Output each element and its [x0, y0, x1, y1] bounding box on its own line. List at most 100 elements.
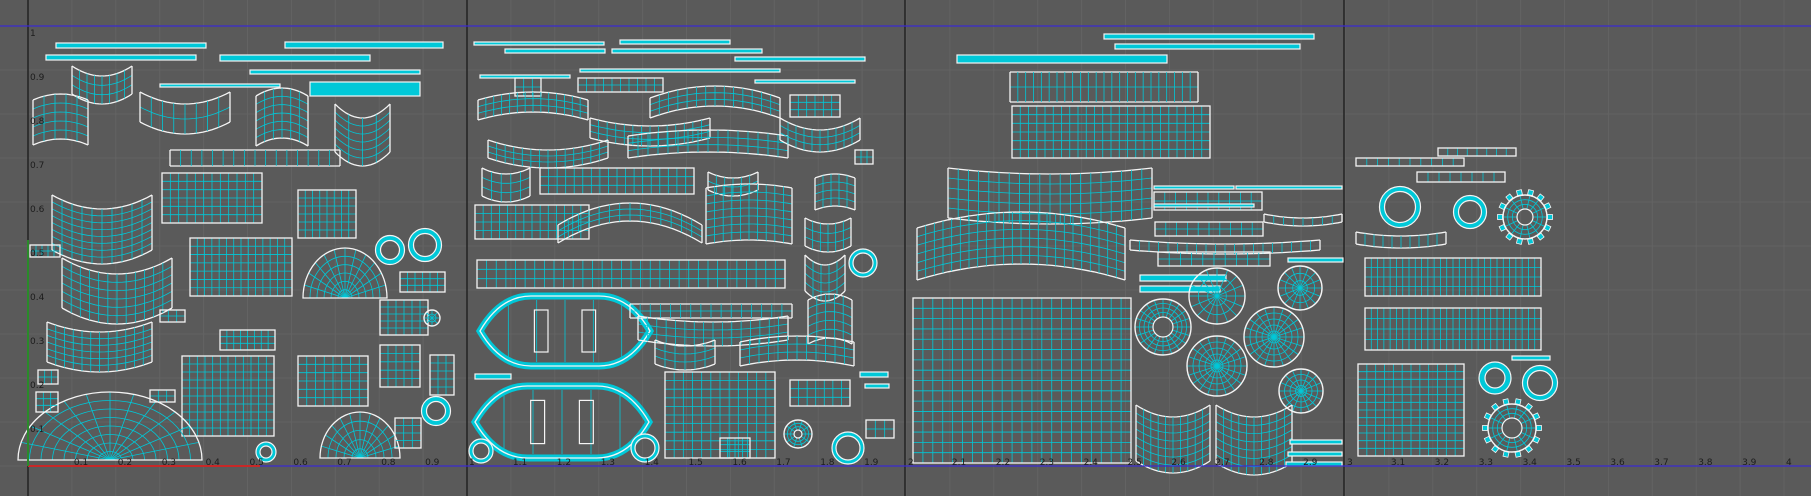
uv-shell-wave-a[interactable] — [477, 91, 589, 121]
uv-strip[interactable] — [473, 41, 605, 46]
uv-shell-disc-a[interactable] — [783, 419, 813, 449]
uv-shell-panel-o[interactable] — [1364, 257, 1542, 297]
uv-shell-sail[interactable] — [557, 202, 703, 244]
uv-shell-gear-teeth[interactable] — [1482, 398, 1542, 458]
uv-shell-disc-d[interactable] — [1134, 298, 1192, 356]
uv-strip[interactable] — [1139, 274, 1227, 282]
uv-shell-chip-o[interactable] — [789, 379, 851, 407]
uv-shell-panel-a[interactable] — [161, 172, 263, 224]
uv-shell-panel-p[interactable] — [1364, 307, 1542, 351]
uv-shell-panel-n[interactable] — [947, 167, 1153, 225]
uv-shell-chip-f[interactable] — [219, 329, 276, 351]
uv-shell-disc-f[interactable] — [1186, 335, 1248, 397]
uv-shell-panel-l[interactable] — [807, 293, 853, 345]
uv-shell-chip-k[interactable] — [35, 391, 59, 413]
uv-shell-band-b[interactable] — [1009, 71, 1199, 103]
uv-strip[interactable] — [611, 48, 763, 54]
uv-shell-curve[interactable] — [46, 321, 153, 373]
uv-shell-square-a[interactable] — [912, 297, 1132, 464]
uv-strip[interactable] — [1289, 439, 1343, 445]
uv-shell-gear-a[interactable] — [1502, 194, 1548, 240]
uv-shell-chip-j[interactable] — [37, 369, 59, 385]
uv-shell-ring-h[interactable] — [468, 438, 494, 464]
uv-shell-arch-big[interactable] — [916, 211, 1126, 281]
uv-strip[interactable] — [754, 79, 856, 84]
uv-shell-trapezoid[interactable] — [664, 371, 776, 459]
uv-shell-ring-i[interactable] — [1378, 185, 1422, 229]
uv-shell-panel-f[interactable] — [539, 167, 695, 195]
uv-shell-wave-d[interactable] — [487, 139, 609, 169]
uv-shell-chip-g[interactable] — [159, 309, 186, 323]
uv-shell-gear-teeth[interactable] — [1497, 189, 1553, 245]
uv-strip[interactable] — [859, 371, 889, 378]
uv-shell-ring-g[interactable] — [630, 433, 660, 463]
uv-shell-wave-i[interactable] — [654, 339, 716, 371]
uv-shell-chip-h[interactable] — [149, 389, 176, 403]
uv-shell-panel-j[interactable] — [804, 217, 852, 253]
uv-shell-strip-i[interactable] — [1355, 157, 1465, 167]
uv-shell-cup[interactable] — [255, 87, 309, 147]
uv-shell-long-bar[interactable] — [476, 259, 786, 289]
uv-shell-strip-h[interactable] — [1437, 147, 1517, 157]
uv-shell-disc-g[interactable] — [1278, 368, 1324, 414]
uv-shell-nub[interactable] — [423, 309, 441, 327]
uv-shells[interactable] — [17, 33, 1559, 476]
uv-shell-ring-e[interactable] — [848, 248, 878, 278]
uv-strip[interactable] — [1114, 43, 1301, 50]
uv-strip[interactable] — [579, 68, 781, 73]
uv-strip[interactable] — [619, 39, 731, 45]
uv-shell-wave-j[interactable] — [739, 335, 855, 367]
uv-strip[interactable] — [1287, 451, 1343, 457]
uv-shell-wing[interactable] — [51, 194, 153, 265]
uv-shell-ring-c[interactable] — [420, 395, 452, 427]
uv-shell-ring-a[interactable] — [374, 234, 406, 266]
uv-strip[interactable] — [1153, 185, 1235, 190]
uv-shell-chip-p[interactable] — [719, 437, 751, 459]
uv-shell-ring-l[interactable] — [1521, 364, 1559, 402]
uv-shell-panel-d[interactable] — [181, 355, 275, 437]
uv-shell-wave-b[interactable] — [649, 85, 781, 119]
uv-shell-chip-n[interactable] — [854, 149, 874, 165]
uv-strip[interactable] — [55, 42, 207, 49]
uv-strip[interactable] — [864, 383, 890, 389]
uv-strip[interactable] — [249, 69, 421, 75]
uv-shell-pod-b[interactable] — [1215, 404, 1293, 476]
uv-shell-strip-d[interactable] — [1263, 213, 1343, 227]
uv-shell-dome-big[interactable] — [17, 391, 203, 461]
uv-shell-ring-k[interactable] — [1478, 361, 1512, 395]
uv-shell-headband[interactable] — [71, 65, 133, 105]
uv-strip[interactable] — [1153, 203, 1255, 208]
uv-strip[interactable] — [956, 54, 1168, 64]
uv-shell-chip-l[interactable] — [514, 77, 542, 97]
uv-shell-strip-a[interactable] — [577, 77, 664, 93]
uv-shell-pod-a[interactable] — [1135, 404, 1211, 474]
uv-shell-horseshoe[interactable] — [334, 103, 391, 167]
uv-shell-band[interactable] — [169, 149, 341, 167]
uv-shell-cap[interactable] — [32, 93, 89, 146]
uv-strip[interactable] — [159, 83, 281, 88]
uv-shell-panel-m[interactable] — [1011, 105, 1211, 159]
uv-shell-panel-g[interactable] — [705, 183, 793, 245]
uv-strip[interactable] — [504, 48, 606, 54]
uv-shell-strip-e[interactable] — [1154, 221, 1264, 237]
uv-shell-chip-e[interactable] — [429, 354, 455, 396]
uv-strip[interactable] — [284, 41, 444, 49]
uv-shell-frame-a[interactable] — [475, 292, 655, 370]
uv-shell-chip-m[interactable] — [789, 94, 841, 118]
uv-strip[interactable] — [1235, 185, 1343, 190]
uv-shell-ring-b[interactable] — [407, 227, 443, 263]
uv-shell-panel-e[interactable] — [297, 355, 369, 407]
uv-shell-strip-j[interactable] — [1416, 171, 1506, 183]
uv-shell-skirt[interactable] — [61, 257, 173, 325]
uv-shell-chip-c[interactable] — [379, 299, 429, 336]
uv-shell-bracket[interactable] — [481, 167, 531, 203]
uv-shell-wave-c[interactable] — [589, 117, 711, 147]
uv-shell-chip-d[interactable] — [379, 344, 421, 388]
uv-shell-chip-q[interactable] — [865, 419, 895, 439]
uv-shell-strip-k[interactable] — [1355, 231, 1447, 249]
uv-shell-arc[interactable] — [139, 91, 231, 135]
uv-shell-frame-b[interactable] — [470, 382, 654, 462]
uv-shell-chip-b[interactable] — [399, 271, 446, 293]
uv-shell-panel-b[interactable] — [297, 189, 357, 239]
